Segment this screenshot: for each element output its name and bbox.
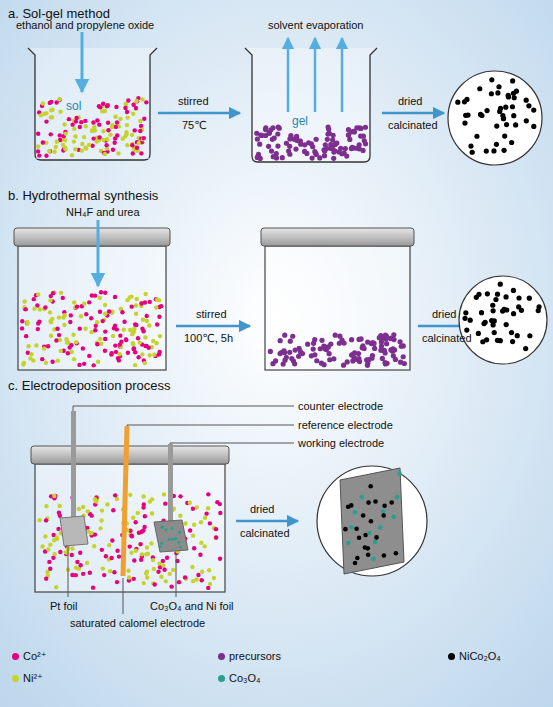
label: 100℃, 5h — [184, 332, 233, 345]
reference-electrode — [123, 426, 127, 576]
leader-line — [73, 406, 294, 411]
process-arrow — [158, 112, 240, 115]
particles — [455, 77, 536, 155]
legend-entry: NiCo₂O₄ — [448, 650, 501, 663]
label: calcinated — [422, 332, 472, 345]
label: working electrode — [298, 437, 384, 450]
process-arrow — [314, 38, 317, 112]
legend-label: Co²⁺ — [23, 650, 47, 663]
reactor-lid — [14, 228, 170, 246]
legend-swatch — [218, 675, 225, 682]
label: 75℃ — [182, 119, 207, 132]
legend-entry: Co₃O₄ — [218, 672, 261, 685]
process-arrow — [287, 38, 290, 112]
legend-label: NiCo₂O₄ — [459, 650, 501, 663]
label: NH₄F and urea — [66, 206, 140, 219]
label: dried — [432, 308, 456, 321]
label: reference electrode — [298, 419, 393, 432]
legend-entry: Co²⁺ — [12, 650, 47, 663]
reactor-lid — [31, 446, 229, 464]
particles — [254, 124, 368, 161]
working-electrode — [168, 444, 173, 524]
legend-label: Co₃O₄ — [229, 672, 261, 685]
leader-line — [170, 443, 294, 444]
particles — [20, 290, 163, 368]
legend-swatch — [12, 675, 19, 682]
label: calcinated — [388, 119, 438, 132]
leader-line — [68, 547, 69, 597]
process-arrow — [382, 112, 444, 115]
coated-foil — [340, 468, 404, 574]
sol-liquid — [36, 96, 149, 159]
legend-swatch — [448, 653, 455, 660]
legend-entry: Ni²⁺ — [12, 672, 43, 685]
reactor-lid — [261, 228, 414, 246]
legend-swatch — [12, 653, 19, 660]
particles — [343, 471, 402, 565]
label: dried — [250, 503, 274, 516]
beaker — [245, 48, 377, 162]
leader-line — [123, 578, 124, 614]
counter-electrode — [71, 411, 76, 519]
ni-foil — [154, 520, 188, 552]
label: gel — [292, 115, 308, 128]
legend-entry: precursors — [218, 650, 281, 663]
panel-title: a. Sol-gel method — [8, 6, 110, 21]
label: solvent evaporation — [268, 19, 363, 32]
label: calcinated — [240, 527, 290, 540]
particles — [36, 96, 149, 158]
process-arrow — [97, 220, 100, 286]
particles — [159, 525, 183, 548]
process-arrow — [236, 520, 298, 523]
reactor-body — [18, 246, 166, 370]
legend-label: Ni²⁺ — [23, 672, 43, 685]
panel-title: c. Electrodeposition process — [8, 378, 171, 393]
pt-foil — [60, 516, 88, 546]
beaker — [28, 48, 157, 160]
leader-line — [176, 553, 177, 597]
process-arrow — [341, 38, 344, 112]
particles — [268, 332, 407, 368]
product-view — [448, 71, 542, 165]
label: Pt foil — [50, 600, 78, 613]
label: counter electrode — [298, 400, 383, 413]
reactor-body — [265, 246, 410, 370]
label: Co₃O₄ and Ni foil — [150, 600, 234, 613]
product-view — [317, 466, 427, 576]
label: saturated calomel electrode — [70, 617, 205, 630]
label: dried — [398, 95, 422, 108]
leader-line — [127, 425, 294, 426]
label: stirred — [178, 95, 209, 108]
reactor-body — [35, 464, 225, 592]
legend-label: precursors — [229, 650, 281, 663]
product-view — [459, 276, 547, 364]
label: ethanol and propylene oxide — [16, 19, 154, 32]
particles — [37, 492, 222, 590]
process-arrow — [81, 32, 84, 92]
label: sol — [66, 100, 81, 113]
particles — [462, 282, 541, 352]
label: stirred — [196, 308, 227, 321]
process-arrow — [176, 325, 250, 328]
panel-title: b. Hydrothermal synthesis — [8, 188, 158, 203]
legend-swatch — [218, 653, 225, 660]
